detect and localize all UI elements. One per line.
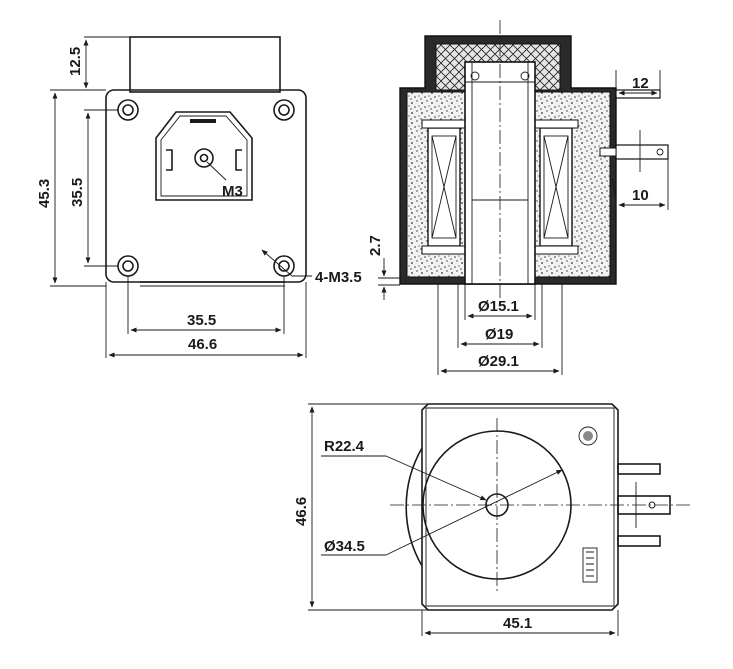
leader-corner-holes [261,249,293,277]
logo-stamp-icon [578,426,598,446]
dim-terminal-width: 12 [632,75,649,92]
connector-socket-inner [160,115,248,197]
label-thread-center: M3 [222,183,243,200]
dim-offset: 2.7 [367,235,384,256]
dim-hole-spacing-v: 35.5 [69,178,86,207]
dim-radius: R22.4 [324,438,365,455]
corner-hole-tl [117,99,139,121]
label-corner-holes: 4-M3.5 [315,269,362,286]
bottom-terminal-top [617,463,661,475]
top-tab-outline [129,36,281,93]
text-stamp-icon [582,547,598,583]
bottom-view: R22.4 Ø34.5 46.6 45.1 [293,403,690,636]
leader-m3 [206,161,227,181]
leader-circle [385,469,563,556]
dim-width: 46.6 [188,336,217,353]
dim-hole-spacing-h: 35.5 [187,312,216,329]
dim-bottom-width: 45.1 [503,615,532,632]
center-screw-core [199,153,209,163]
dim-inner-bore: Ø15.1 [478,298,519,315]
dim-outer: Ø29.1 [478,353,519,370]
connector-socket [155,111,253,201]
body-outline [105,89,307,283]
section-view: 12 10 2.7 Ø15.1 Ø19 Ø29.1 [367,20,669,375]
center-screw [194,148,214,168]
pin-slot-left [166,149,173,171]
dim-terminal-gap: 10 [632,187,649,204]
dim-circle: Ø34.5 [324,538,365,555]
corner-hole-tr [273,99,295,121]
dim-tab-height: 12.5 [67,47,84,76]
corner-hole-br [273,255,295,277]
ground-pin-slot [190,119,216,123]
corner-hole-bl [117,255,139,277]
pin-slot-right [235,149,242,171]
bottom-body-outline [421,403,619,611]
terminal-mid [615,144,669,160]
leader-radius [385,455,487,501]
front-view: 12.5 45.3 35.5 35.5 46.6 M3 4-M3.5 [36,36,362,358]
radius-arc [405,447,423,567]
dim-bottom-height: 46.6 [293,497,310,526]
bottom-terminal-bottom [617,535,661,547]
dim-total-height: 45.3 [36,179,53,208]
dim-bore: Ø19 [485,326,513,343]
